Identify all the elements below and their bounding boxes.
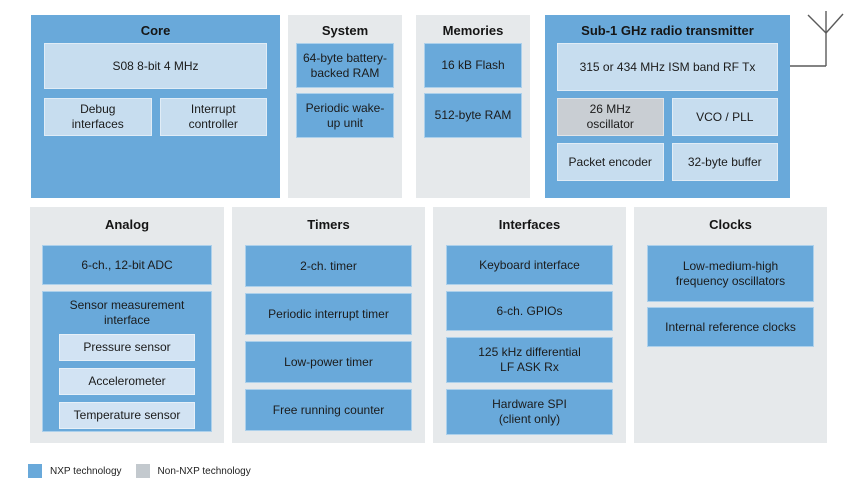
block-32byte-buffer-label: 32-byte buffer [687, 154, 762, 169]
panel-interfaces-title: Interfaces [498, 217, 561, 232]
block-rf-tx: 315 or 434 MHz ISM band RF Tx [557, 43, 778, 91]
antenna-icon [790, 11, 844, 67]
block-vco-pll: VCO / PLL [671, 98, 778, 136]
block-battery-backed-ram: 64-byte battery-backed RAM [296, 43, 394, 88]
block-lf-ask-rx-label: 125 kHz differential LF ASK Rx [478, 345, 581, 374]
block-debug-interfaces-label: Debug interfaces [71, 102, 124, 131]
legend-non-nxp-label: Non-NXP technology [157, 465, 251, 477]
block-flash: 16 kB Flash [424, 43, 522, 88]
block-internal-reference-clocks: Internal reference clocks [647, 307, 814, 347]
panel-interfaces: Interfaces Keyboard interface 6-ch. GPIO… [433, 207, 626, 443]
block-temperature-sensor: Temperature sensor [59, 402, 195, 429]
block-2ch-timer-label: 2-ch. timer [300, 258, 357, 273]
block-free-running-counter: Free running counter [245, 389, 412, 431]
block-frequency-oscillators: Low-medium-high frequency oscillators [647, 245, 814, 302]
panel-analog-title: Analog [104, 217, 150, 232]
block-sensor-measurement-interface-label: Sensor measurement interface [69, 298, 185, 327]
block-26mhz-oscillator-label: 26 MHz oscillator [586, 102, 634, 131]
legend-nxp-swatch [28, 464, 42, 478]
block-lf-ask-rx: 125 kHz differential LF ASK Rx [446, 337, 613, 383]
block-keyboard-interface-label: Keyboard interface [479, 257, 580, 272]
block-temperature-sensor-label: Temperature sensor [73, 408, 181, 423]
panel-clocks: Clocks Low-medium-high frequency oscilla… [634, 207, 827, 443]
panel-system: System 64-byte battery-backed RAM Period… [288, 15, 402, 198]
block-32byte-buffer: 32-byte buffer [671, 143, 778, 181]
panel-memories-title: Memories [442, 23, 504, 38]
panel-core: Core S08 8-bit 4 MHz Debug interfaces In… [31, 15, 280, 198]
panel-timers: Timers 2-ch. timer Periodic interrupt ti… [232, 207, 425, 443]
block-hardware-spi-label: Hardware SPI (client only) [492, 397, 567, 426]
block-ram-label: 512-byte RAM [434, 108, 512, 123]
block-low-power-timer-label: Low-power timer [284, 354, 373, 369]
block-gpios-label: 6-ch. GPIOs [496, 303, 563, 318]
panel-memories: Memories 16 kB Flash 512-byte RAM [416, 15, 530, 198]
block-internal-reference-clocks-label: Internal reference clocks [665, 319, 796, 334]
block-packet-encoder: Packet encoder [557, 143, 664, 181]
block-interrupt-controller-label: Interrupt controller [188, 102, 238, 131]
radio-row-1: 26 MHz oscillator VCO / PLL [557, 98, 778, 136]
block-low-power-timer: Low-power timer [245, 341, 412, 383]
block-periodic-wakeup-unit: Periodic wake-up unit [296, 93, 394, 138]
block-vco-pll-label: VCO / PLL [696, 109, 754, 124]
block-gpios: 6-ch. GPIOs [446, 291, 613, 331]
panel-clocks-title: Clocks [709, 217, 752, 232]
panel-core-title: Core [140, 23, 171, 38]
block-accelerometer: Accelerometer [59, 368, 195, 395]
block-interrupt-controller: Interrupt controller [159, 98, 267, 136]
block-periodic-interrupt-timer: Periodic interrupt timer [245, 293, 412, 335]
block-adc: 6-ch., 12-bit ADC [42, 245, 212, 285]
block-frequency-oscillators-label: Low-medium-high frequency oscillators [675, 258, 786, 288]
block-periodic-wakeup-unit-label: Periodic wake-up unit [305, 100, 385, 130]
panel-timers-title: Timers [307, 217, 350, 232]
block-pressure-sensor-label: Pressure sensor [83, 340, 171, 355]
legend: NXP technology Non-NXP technology [28, 464, 265, 478]
block-debug-interfaces: Debug interfaces [44, 98, 152, 136]
block-sensor-measurement-interface: Sensor measurement interface Pressure se… [42, 291, 212, 432]
block-rf-tx-label: 315 or 434 MHz ISM band RF Tx [579, 59, 756, 74]
radio-row-2: Packet encoder 32-byte buffer [557, 143, 778, 181]
block-battery-backed-ram-label: 64-byte battery-backed RAM [302, 50, 388, 80]
panel-radio-transmitter-title: Sub-1 GHz radio transmitter [581, 23, 754, 38]
block-accelerometer-label: Accelerometer [88, 374, 166, 389]
block-flash-label: 16 kB Flash [441, 58, 505, 73]
legend-non-nxp-swatch [135, 464, 150, 478]
block-adc-label: 6-ch., 12-bit ADC [81, 257, 173, 272]
block-pressure-sensor: Pressure sensor [59, 334, 195, 361]
block-hardware-spi: Hardware SPI (client only) [446, 389, 613, 435]
panel-analog: Analog 6-ch., 12-bit ADC Sensor measurem… [30, 207, 224, 443]
block-ram: 512-byte RAM [424, 93, 522, 138]
block-periodic-interrupt-timer-label: Periodic interrupt timer [268, 306, 389, 321]
legend-nxp-label: NXP technology [50, 465, 122, 477]
block-26mhz-oscillator: 26 MHz oscillator [557, 98, 664, 136]
block-packet-encoder-label: Packet encoder [568, 154, 652, 169]
block-free-running-counter-label: Free running counter [272, 402, 385, 417]
core-sub-row: Debug interfaces Interrupt controller [44, 98, 267, 136]
block-keyboard-interface: Keyboard interface [446, 245, 613, 285]
panel-system-title: System [321, 23, 369, 38]
block-cpu-label: S08 8-bit 4 MHz [112, 58, 199, 73]
panel-radio-transmitter: Sub-1 GHz radio transmitter 315 or 434 M… [545, 15, 790, 198]
block-cpu: S08 8-bit 4 MHz [44, 43, 267, 89]
block-2ch-timer: 2-ch. timer [245, 245, 412, 287]
